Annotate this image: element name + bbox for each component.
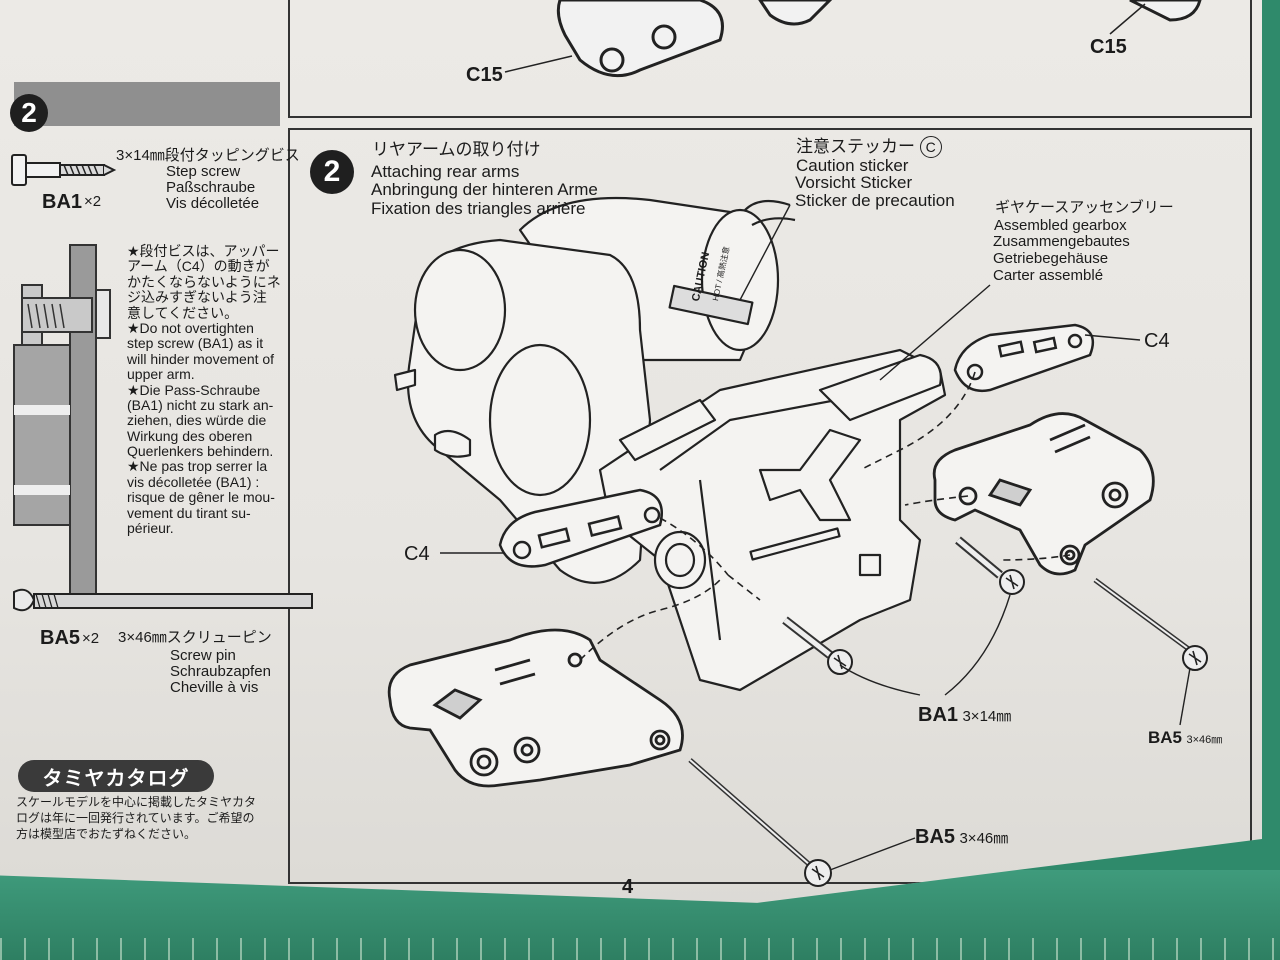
ba5-right-size: 3×46㎜ (1186, 734, 1223, 746)
ba1-screw-right-icon (955, 536, 1025, 595)
ba5-qty: ×2 (82, 630, 100, 647)
gearbox-label-de2: Getriebegehäuse (993, 250, 1109, 267)
ba5-name-en: Screw pin (170, 647, 236, 664)
ba5-code: BA5 (40, 627, 81, 649)
gearbox-label-jp: ギヤケースアッセンブリー (995, 199, 1174, 216)
step-title-en: Attaching rear arms (371, 162, 520, 181)
step-title-jp: リヤアームの取り付け (372, 140, 541, 159)
step-number: 2 (310, 150, 354, 194)
sticker-label-en: Caution sticker (796, 156, 909, 175)
gearbox-label-en: Assembled gearbox (994, 217, 1127, 234)
ba1-qty: ×2 (84, 193, 102, 210)
sticker-mark: C (919, 136, 942, 158)
ba1-callout-size: 3×14㎜ (962, 708, 1012, 725)
ba5-bottom-code: BA5 (915, 826, 956, 848)
note-jp-5: 意してください。 (127, 304, 239, 321)
sticker-jp-text: 注意ステッカー (796, 137, 915, 156)
note-fr-1: ★Ne pas trop serrer la (127, 458, 268, 475)
catalog-text-1: スケールモデルを中心に掲載したタミヤカタ (16, 795, 257, 809)
ba1-callout-code: BA1 (918, 704, 959, 726)
ba5-size-jp: 3×46㎜スクリューピン (118, 629, 272, 646)
left-step-number: 2 (10, 94, 48, 132)
ba5-bottom-callout: BA5 3×46㎜ (915, 826, 1008, 848)
c15-label-right: C15 (1090, 36, 1127, 58)
top-panel-frame (288, 0, 1252, 118)
sticker-label-jp: 注意ステッカー C (796, 136, 942, 158)
note-jp-3: かたくならないようにネ (127, 273, 281, 290)
gearbox-label-de: Zusammengebautes (993, 233, 1130, 250)
note-de-1: ★Die Pass-Schraube (127, 381, 261, 398)
mat-ruler (0, 938, 1280, 960)
ba1-callout: BA1 3×14㎜ (918, 704, 1011, 726)
note-de-2: (BA1) nicht zu stark an- (127, 396, 274, 413)
ba1-name-en: Step screw (166, 163, 241, 180)
left-step-bar (14, 82, 280, 126)
top-leader-lines (504, 3, 1146, 73)
note-jp-2: アーム（C4）の動きが (127, 258, 270, 275)
ba5-screw-right-icon (1093, 577, 1208, 671)
note-en-4: upper arm. (127, 366, 195, 383)
note-jp-1: ★段付ビスは、アッパー (127, 243, 280, 259)
ba1-name-fr: Vis décolletée (166, 195, 260, 212)
lower-arm-left-icon (387, 628, 684, 788)
assembly-dashed-lines (579, 371, 1071, 661)
sticker-label-de: Vorsicht Sticker (795, 173, 913, 192)
step-title-de: Anbringung der hinteren Arme (371, 180, 598, 199)
ba1-size-jp: 3×14㎜段付タッピングビス (116, 147, 300, 164)
gearbox-label-fr: Carter assemblé (993, 267, 1104, 284)
note-en-2: step screw (BA1) as it (127, 335, 264, 352)
note-fr-2: vis décolletée (BA1) : (127, 473, 260, 490)
ba5-screw-bottom-icon (688, 758, 832, 887)
note-en-3: will hinder movement of (127, 350, 275, 367)
step-title-fr: Fixation des triangles arrière (371, 199, 586, 218)
left-column-rule (288, 128, 290, 848)
ba5-bottom-size: 3×46㎜ (959, 830, 1009, 847)
note-fr-3: risque de gêner le mou- (127, 489, 275, 506)
callout-leader-lines (440, 204, 1191, 871)
c4-arm-right-icon (953, 323, 1095, 393)
catalog-text-3: 方は模型店でおたずねください。 (16, 827, 197, 841)
note-de-4: Wirkung des oberen (127, 427, 253, 444)
screw-note: ★段付ビスは、アッパー アーム（C4）の動きが かたくならないようにネ ジ込みす… (127, 243, 285, 537)
catalog-text-2: ログは年に一回発行されています。ご希望の (16, 811, 255, 825)
screw-depth-detail-icon (13, 244, 111, 606)
c4-right-label: C4 (1144, 330, 1170, 352)
c15-label-left: C15 (466, 64, 503, 86)
ba1-code: BA1 (42, 191, 83, 213)
ba5-right-callout: BA5 3×46㎜ (1148, 728, 1222, 748)
c4-left-label: C4 (404, 543, 430, 565)
gearbox-assembly-icon (393, 196, 947, 692)
note-fr-4: vement du tirant su- (127, 504, 251, 521)
upper-arm-part-top-icon (556, 0, 1202, 78)
lower-arm-right-icon (932, 412, 1155, 576)
page-number: 4 (622, 876, 634, 898)
note-de-3: ziehen, dies würde die (127, 412, 267, 429)
ba5-name-fr: Cheville à vis (170, 679, 259, 696)
note-jp-4: ジ込みすぎないよう注 (127, 289, 267, 306)
ba1-screw-icon (11, 154, 117, 186)
note-fr-5: périeur. (127, 520, 174, 537)
ba1-name-de: Paßschraube (166, 179, 256, 196)
c4-arm-left-icon (498, 488, 663, 568)
note-de-5: Querlenkers behindern. (127, 443, 274, 460)
ba5-name-de: Schraubzapfen (170, 663, 271, 680)
manual-page: 2 (0, 0, 1262, 903)
ba5-screw-pin-icon (13, 588, 313, 612)
note-en-1: ★Do not overtighten (127, 319, 254, 336)
ba5-right-code: BA5 (1148, 728, 1183, 747)
sticker-label-fr: Sticker de precaution (795, 191, 955, 210)
catalog-badge: タミヤカタログ (18, 760, 214, 792)
